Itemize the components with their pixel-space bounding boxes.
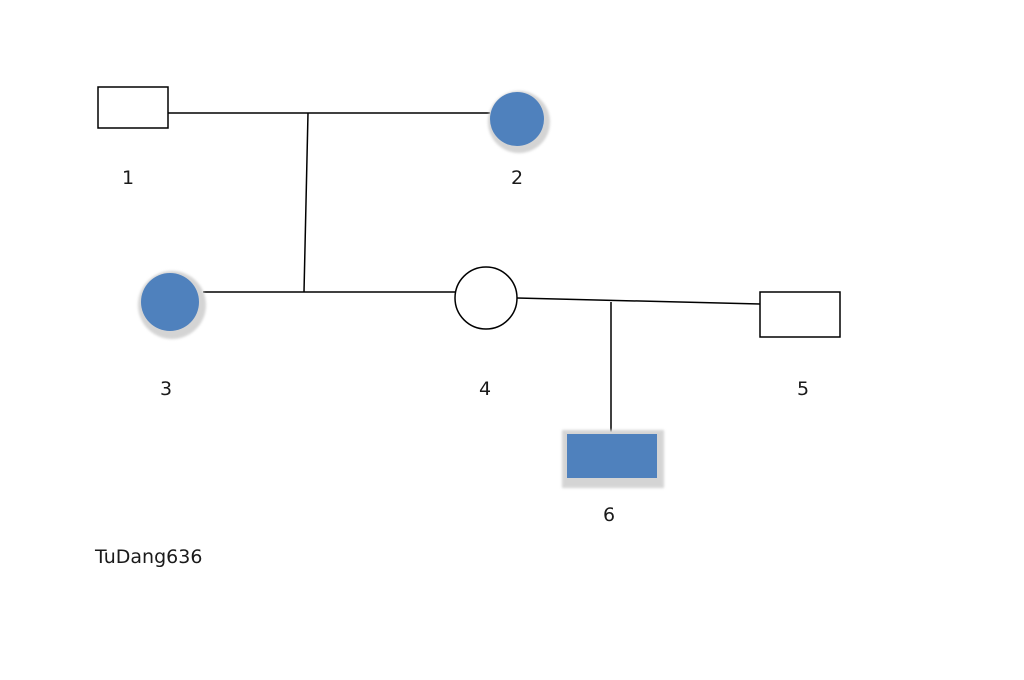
male-square-symbol — [759, 291, 841, 338]
individual-2: 2 — [488, 91, 550, 189]
male-square-symbol-filled — [567, 434, 657, 478]
individual-4: 4 — [454, 266, 518, 400]
individual-label: 3 — [160, 378, 172, 400]
individual-label: 2 — [511, 167, 523, 189]
connector-lines — [168, 112, 761, 432]
watermark-text: TuDang636 — [94, 546, 202, 568]
individual-1: 1 — [97, 86, 169, 189]
male-square-symbol — [97, 86, 169, 129]
individual-label: 1 — [122, 167, 134, 189]
union-line-4-5 — [516, 297, 761, 305]
individual-3: 3 — [138, 271, 206, 400]
individual-label: 5 — [797, 378, 809, 400]
individual-6: 6 — [562, 430, 664, 526]
individual-label: 6 — [603, 504, 615, 526]
descent-line-1-2 — [303, 112, 309, 293]
individual-5: 5 — [759, 291, 841, 400]
female-circle-symbol — [454, 266, 518, 330]
individual-label: 4 — [479, 378, 491, 400]
female-circle-symbol-filled — [141, 273, 199, 331]
female-circle-symbol-filled — [490, 92, 544, 146]
